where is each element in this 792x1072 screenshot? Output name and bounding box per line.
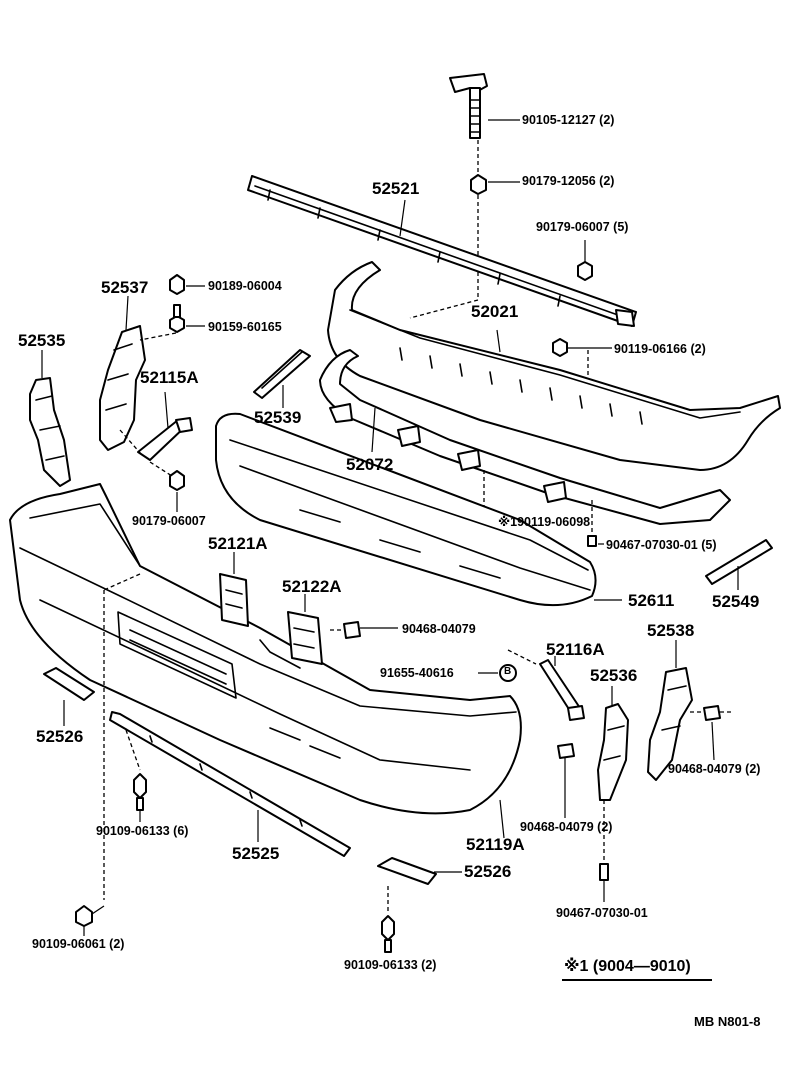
label-91655-40616: 91655-40616: [380, 666, 454, 680]
nut-90179-06007-5: [577, 261, 593, 281]
label-52525: 52525: [232, 844, 280, 863]
label-52538: 52538: [647, 621, 695, 640]
bolt-90109-06133-6: [133, 773, 147, 811]
bracket-52535: [29, 377, 71, 487]
bolt-90109-06061: [75, 905, 105, 927]
label-52537: 52537: [101, 278, 149, 297]
reinforcement-52521: [247, 175, 637, 327]
label-52521: 52521: [372, 179, 420, 198]
label-52119A: 52119A: [466, 835, 525, 854]
label-90119-06098: ※190119-06098: [498, 515, 591, 529]
bracket-52121A: [219, 573, 249, 627]
bolt-90119-06166: [552, 338, 612, 357]
label-52116A: 52116A: [546, 640, 605, 659]
label-90179-06007: 90179-06007: [132, 514, 206, 528]
nut-90179-06007: [169, 470, 185, 491]
note-applicability: ※1 (9004—9010): [564, 958, 691, 975]
label-90109-06133-2: 90109-06133 (2): [344, 958, 437, 972]
top-bracket-bolt: [449, 73, 488, 139]
bracket-52537: [99, 325, 146, 451]
label-90179-06007-5: 90179-06007 (5): [536, 220, 629, 234]
bracket-52536: [597, 703, 629, 801]
clip-90467-07030-01-5: [587, 535, 604, 547]
label-52121A: 52121A: [208, 534, 268, 553]
label-90468-04079: 90468-04079: [402, 622, 476, 636]
plate-52526-bottom: [377, 857, 437, 885]
absorber-52611: [215, 412, 597, 607]
label-90467-07030-01: 90467-07030-01: [556, 906, 648, 920]
label-90109-06061: 90109-06061 (2): [32, 937, 125, 951]
label-52611: 52611: [628, 591, 675, 610]
label-52549: 52549: [712, 592, 760, 611]
plate-52526-left: [43, 667, 95, 701]
retainer-52072: [319, 349, 731, 525]
label-90105-12127: 90105-12127 (2): [522, 113, 615, 127]
bracket-52538: [647, 667, 693, 781]
stay-52116A: [539, 659, 585, 721]
nut-90189-06004: [169, 274, 205, 295]
diagram-code: MB N801-8: [694, 1014, 761, 1029]
label-52535: 52535: [18, 331, 66, 350]
label-90189-06004: 90189-06004: [208, 279, 282, 293]
bolt-90159-60165: [169, 304, 205, 333]
label-52539: 52539: [254, 408, 302, 427]
bracket-52549: [705, 539, 773, 585]
bracket-52122A: [287, 611, 323, 665]
strip-52525: [109, 711, 351, 857]
clip-90467-07030-01: [599, 863, 609, 902]
bracket-52539: [253, 349, 311, 399]
bolt-90109-06133-2: [381, 915, 395, 953]
front-bumper-52119A: [9, 483, 522, 815]
label-52021: 52021: [471, 302, 519, 321]
label-52122A: 52122A: [282, 577, 342, 596]
stay-52115A: [137, 417, 193, 461]
clip-90468-04079-lower: [557, 743, 575, 818]
label-90109-06133-6: 90109-06133 (6): [96, 824, 189, 838]
label-90179-12056: 90179-12056 (2): [522, 174, 615, 188]
label-90468-04079-lower: 90468-04079 (2): [520, 820, 613, 834]
label-90467-07030-01-5: 90467-07030-01 (5): [606, 538, 717, 552]
label-52072: 52072: [346, 455, 394, 474]
label-52526-bottom: 52526: [464, 862, 512, 881]
marker-b: [499, 664, 517, 682]
label-52526-left: 52526: [36, 727, 84, 746]
label-52536: 52536: [590, 666, 638, 685]
label-90119-06166: 90119-06166 (2): [614, 342, 706, 356]
nut-90179-12056: [470, 174, 487, 195]
clip-90468-04079-right: [703, 705, 721, 761]
label-90159-60165: 90159-60165: [208, 320, 282, 334]
clip-90468-04079: [343, 621, 398, 639]
label-90468-04079-right: 90468-04079 (2): [668, 762, 761, 776]
label-52115A: 52115A: [140, 368, 199, 387]
label-circle-b: B: [504, 666, 512, 677]
rear-bumper-52021: [327, 261, 781, 471]
